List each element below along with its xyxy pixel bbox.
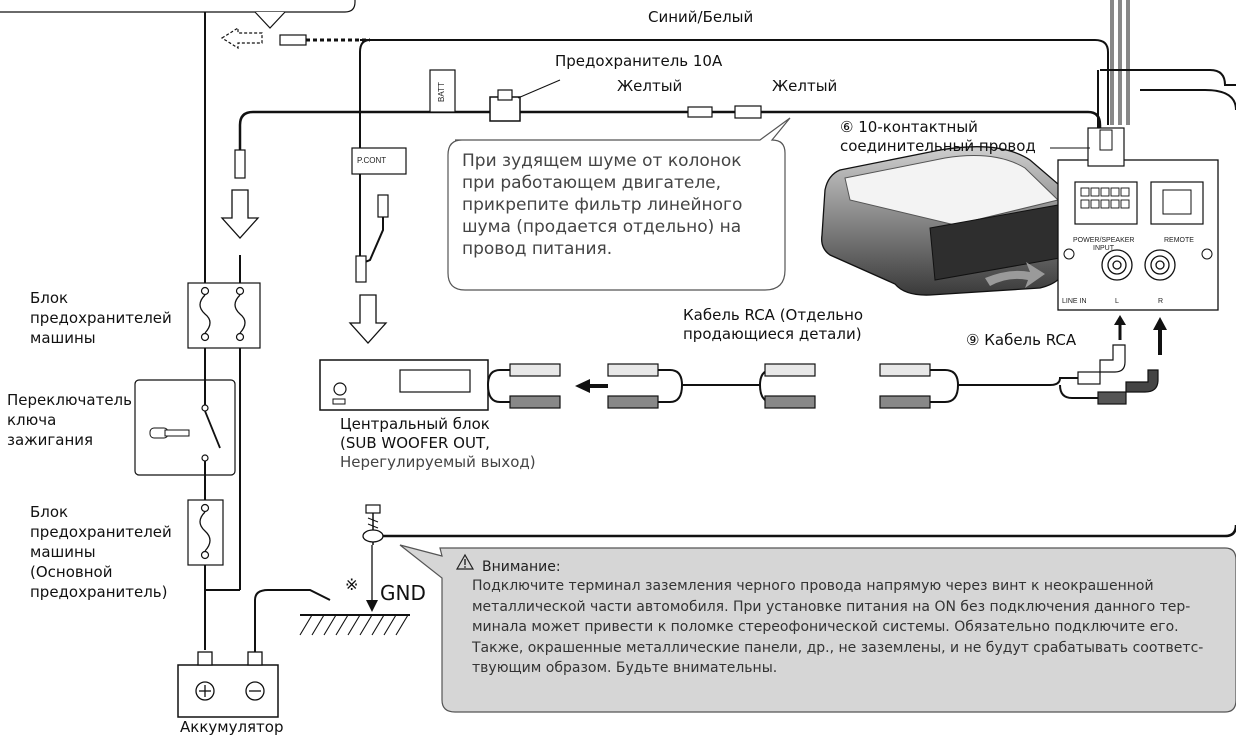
ground-screw — [365, 504, 381, 514]
rca-cable-9 — [1077, 315, 1167, 405]
gnd-mark: ※ — [345, 575, 359, 594]
label-yellow-right: Желтый — [772, 77, 838, 95]
label-rca-separate-2: продающиеся детали) — [683, 325, 862, 343]
label-rca-9-text: Кабель RCA — [984, 331, 1077, 349]
label-gnd: GND — [380, 581, 426, 605]
warning-box — [399, 544, 1236, 713]
blue-white-connector — [279, 34, 307, 46]
panel-input: INPUT — [1093, 245, 1114, 252]
warning-line: Также, окрашенные металлические панели, … — [472, 639, 1204, 656]
fuse-block-1 — [187, 282, 261, 349]
rca-cable-separate — [487, 363, 1098, 409]
label-fuse-block-2: Блок предохранителей машины (Основной пр… — [30, 502, 172, 602]
label-rca-9-number: ⑨ — [966, 331, 980, 349]
tag-batt: BATT — [437, 82, 446, 102]
label-ignition: Переключатель ключа зажигания — [7, 390, 132, 450]
tag-pcont: P.CONT — [357, 156, 387, 165]
label-line: предохранителей — [30, 523, 172, 541]
panel-l: L — [1115, 298, 1119, 305]
noise-tip-text: При зудящем шуме от колонок при работающ… — [462, 150, 742, 260]
warning-body: Подключите терминал заземления черного п… — [472, 576, 1203, 679]
label-rca-9: ⑨ Кабель RCA — [966, 331, 1076, 350]
label-line: ключа — [7, 411, 57, 429]
label-line: предохранителей — [30, 309, 172, 327]
callout-pointer-top-left — [254, 11, 286, 29]
callout-edge-top-left — [0, 0, 356, 13]
label-10pin-line1: 10-контактный — [858, 118, 978, 136]
ignition-switch — [134, 379, 236, 476]
label-line: предохранитель) — [30, 583, 168, 601]
label-line: машины — [30, 543, 96, 561]
label-fuse-10a: Предохранитель 10A — [555, 52, 723, 70]
label-line: Переключатель — [7, 391, 132, 409]
label-line: Блок — [30, 289, 69, 307]
label-rca-separate-1: Кабель RCA (Отдельно — [683, 306, 864, 324]
noise-tip-line: При зудящем шуме от колонок — [462, 151, 742, 171]
wire-blue-white — [360, 39, 1109, 125]
noise-tip-line: провод питания. — [462, 239, 613, 259]
warning-line: твующим образом. Будьте внимательны. — [472, 660, 778, 676]
warning-line: минала может привести к поломке стереофо… — [472, 619, 1179, 635]
wire-ground — [383, 524, 1236, 538]
wire-yellow — [238, 110, 1102, 150]
panel-r: R — [1158, 298, 1164, 305]
noise-tip-box — [447, 117, 791, 291]
label-line: (Основной — [30, 563, 113, 581]
label-yellow-left: Желтый — [617, 77, 683, 95]
label-10pin-line2: соединительный провод — [840, 137, 1036, 155]
label-head-unit-1: Центральный блок — [340, 415, 490, 433]
down-arrow-headunit — [348, 294, 388, 344]
panel-remote: REMOTE — [1164, 237, 1194, 244]
dashed-arrow — [220, 26, 263, 50]
label-line: машины — [30, 329, 96, 347]
noise-tip-line: прикрепите фильтр линейного — [462, 195, 743, 215]
panel-line-in: LINE IN — [1062, 298, 1087, 305]
noise-tip-line: шума (продается отдельно) на — [462, 217, 742, 237]
label-line: зажигания — [7, 431, 94, 449]
label-line: Блок — [30, 503, 69, 521]
noise-tip-line: при работающем двигателе, — [462, 173, 722, 193]
panel-power-speaker: POWER/SPEAKER — [1073, 237, 1135, 244]
label-head-unit-2: (SUB WOOFER OUT, — [340, 434, 490, 452]
amplifier — [821, 146, 1069, 296]
label-fuse-block-1: Блок предохранителей машины — [30, 288, 172, 348]
down-arrow-left — [220, 189, 260, 239]
label-10pin: ⑥ 10-контактный — [840, 118, 978, 137]
warning-line: металлической части автомобиля. При уста… — [472, 598, 1191, 615]
fuse-10a — [489, 96, 521, 122]
label-blue-white: Синий/Белый — [648, 8, 754, 26]
warning-line: Подключите терминал заземления черного п… — [472, 578, 1154, 594]
label-battery: Аккумулятор — [180, 718, 284, 736]
label-head-unit-3: Нерегулируемый выход) — [340, 453, 536, 471]
warning-title: Внимание: — [482, 559, 561, 575]
label-10pin-number: ⑥ — [840, 118, 854, 136]
